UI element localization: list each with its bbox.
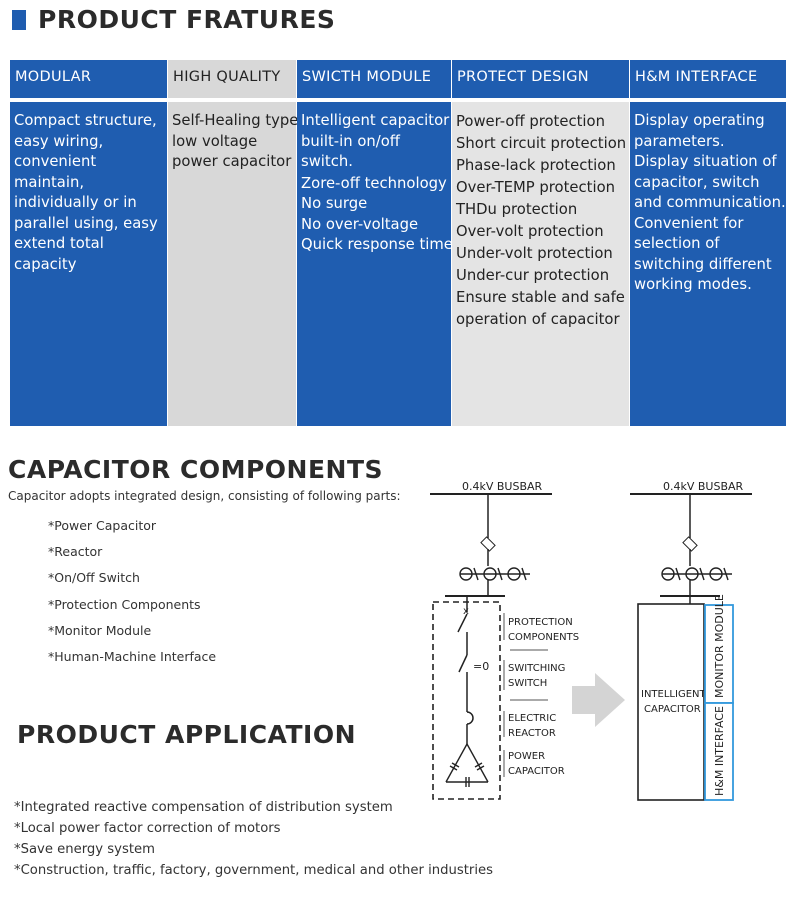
list-item: *Reactor — [48, 544, 103, 560]
ct-symbols — [661, 567, 732, 581]
feature-line: Convenient for — [634, 214, 744, 232]
feature-header: PROTECT DESIGN — [452, 60, 629, 98]
capacitor-label: CAPACITOR — [508, 766, 565, 777]
feature-line: power capacitor — [172, 153, 292, 170]
application-list: *Integrated reactive compensation of dis… — [14, 800, 493, 884]
busbar-label: 0.4kV BUSBAR — [462, 480, 543, 493]
hm-label: H&M INTERFACE — [713, 706, 726, 796]
feature-line: capacitor, switch — [634, 173, 760, 191]
switching-label: SWITCHING — [508, 663, 565, 674]
feature-line: Ensure stable and safe — [456, 289, 625, 306]
components-list: *Power Capacitor *Reactor *On/Off Switch… — [48, 518, 216, 675]
feature-line: Intelligent capacitor — [301, 112, 450, 129]
intelligent-label: INTELLIGENT — [641, 689, 706, 700]
feature-line: THDu protection — [456, 201, 578, 218]
capacitor-delta-icon — [445, 743, 489, 787]
reactor-icon — [466, 711, 474, 725]
feature-header: H&M INTERFACE — [635, 69, 758, 85]
list-item: *Local power factor correction of motors — [14, 821, 281, 836]
feature-line: low voltage — [172, 132, 258, 150]
intelligent-capacitor-box — [637, 603, 705, 801]
feature-line: Zore-off technology — [301, 174, 447, 192]
feature-line: switching different — [634, 255, 772, 273]
header-divider — [297, 98, 451, 102]
transition-arrow — [572, 673, 625, 727]
feature-column-switch: SWICTH MODULE Intelligent capacitor buil… — [297, 60, 453, 426]
fuse-icon — [480, 536, 496, 552]
section-marker — [12, 10, 26, 30]
feature-line: Compact structure, easy wiring, convenie… — [14, 112, 158, 273]
components-title: CAPACITOR COMPONENTS — [8, 455, 384, 484]
list-item: *Protection Components — [48, 596, 201, 612]
list-item: *Construction, traffic, factory, governm… — [14, 863, 493, 878]
capacitor-label: POWER — [508, 751, 545, 762]
protection-label: COMPONENTS — [508, 632, 579, 643]
feature-line: Under-cur protection — [456, 267, 610, 284]
feature-body: Display operating parameters. Display si… — [630, 102, 786, 296]
feature-body: Self-Healing type low voltage power capa… — [168, 102, 299, 173]
x-mark: x — [463, 606, 469, 617]
components-intro: Capacitor adopts integrated design, cons… — [8, 489, 401, 503]
intelligent-label: CAPACITOR — [644, 704, 701, 715]
feature-column-modular: MODULAR Compact structure, easy wiring, … — [10, 60, 167, 426]
zero-label: =0 — [473, 660, 489, 673]
header-divider — [168, 98, 296, 102]
right-circuit: 0.4kV BUSBAR INTELLIGENT CAPACITOR MONIT… — [630, 480, 752, 801]
feature-line: and communication. — [634, 194, 786, 211]
switching-label: SWITCH — [508, 678, 547, 689]
feature-header: MODULAR — [15, 69, 92, 85]
list-item: *Power Capacitor — [48, 518, 157, 533]
reactor-label: REACTOR — [508, 728, 556, 739]
list-item: *On/Off Switch — [48, 570, 140, 586]
feature-line: Power-off protection — [456, 113, 605, 130]
protection-label: PROTECTION — [508, 617, 573, 628]
feature-line: built-in on/off — [301, 132, 400, 150]
list-item: *Monitor Module — [48, 622, 152, 638]
fuse-icon — [682, 536, 698, 552]
feature-line: switch. — [301, 153, 353, 170]
feature-line: Quick response time — [301, 236, 453, 253]
feature-line: Short circuit protection — [456, 135, 627, 152]
feature-line: Phase-lack protection — [456, 157, 616, 174]
features-title: PRODUCT FRATURES — [38, 5, 336, 34]
application-title: PRODUCT APPLICATION — [17, 720, 356, 749]
feature-body: Intelligent capacitor built-in on/off sw… — [297, 102, 453, 256]
breaker-icon — [457, 613, 468, 633]
monitor-label: MONITOR MODULE — [713, 594, 726, 698]
feature-line: selection of — [634, 235, 720, 252]
hm-interface-box — [704, 702, 734, 801]
monitor-module-box — [704, 604, 734, 704]
list-item: *Human-Machine Interface — [48, 648, 217, 664]
feature-line: operation of capacitor — [456, 311, 620, 328]
feature-line: Over-TEMP protection — [456, 179, 615, 196]
label-leaders — [503, 613, 548, 777]
feature-line: Under-volt protection — [456, 245, 613, 262]
feature-line: Over-volt protection — [456, 223, 604, 240]
header-divider — [10, 98, 167, 102]
reactor-label: ELECTRIC — [508, 713, 556, 724]
feature-column-protect: PROTECT DESIGN Power-off protection Shor… — [452, 60, 629, 426]
feature-line: No over-voltage — [301, 215, 419, 233]
switch-icon — [458, 654, 468, 673]
header-divider — [452, 98, 629, 102]
list-item: *Save energy system — [14, 842, 155, 857]
feature-line: Display operating — [634, 112, 765, 129]
feature-line: Self-Healing type — [172, 112, 299, 129]
feature-line: No surge — [301, 195, 368, 212]
header-divider — [630, 98, 786, 102]
feature-header: SWICTH MODULE — [302, 69, 432, 85]
feature-header: HIGH QUALITY — [173, 69, 281, 85]
left-circuit: 0.4kV BUSBAR x =0 — [430, 480, 579, 800]
feature-line: working modes. — [634, 276, 752, 293]
busbar-label: 0.4kV BUSBAR — [663, 480, 744, 493]
ct-symbols — [459, 567, 530, 581]
feature-body: Power-off protection Short circuit prote… — [452, 102, 629, 331]
feature-body: Compact structure, easy wiring, convenie… — [10, 102, 167, 275]
list-item: *Integrated reactive compensation of dis… — [14, 800, 393, 815]
feature-column-hm: H&M INTERFACE Display operating paramete… — [630, 60, 786, 426]
feature-line: Display situation of — [634, 153, 777, 170]
feature-column-quality: HIGH QUALITY Self-Healing type low volta… — [168, 60, 299, 426]
feature-line: parameters. — [634, 132, 725, 150]
